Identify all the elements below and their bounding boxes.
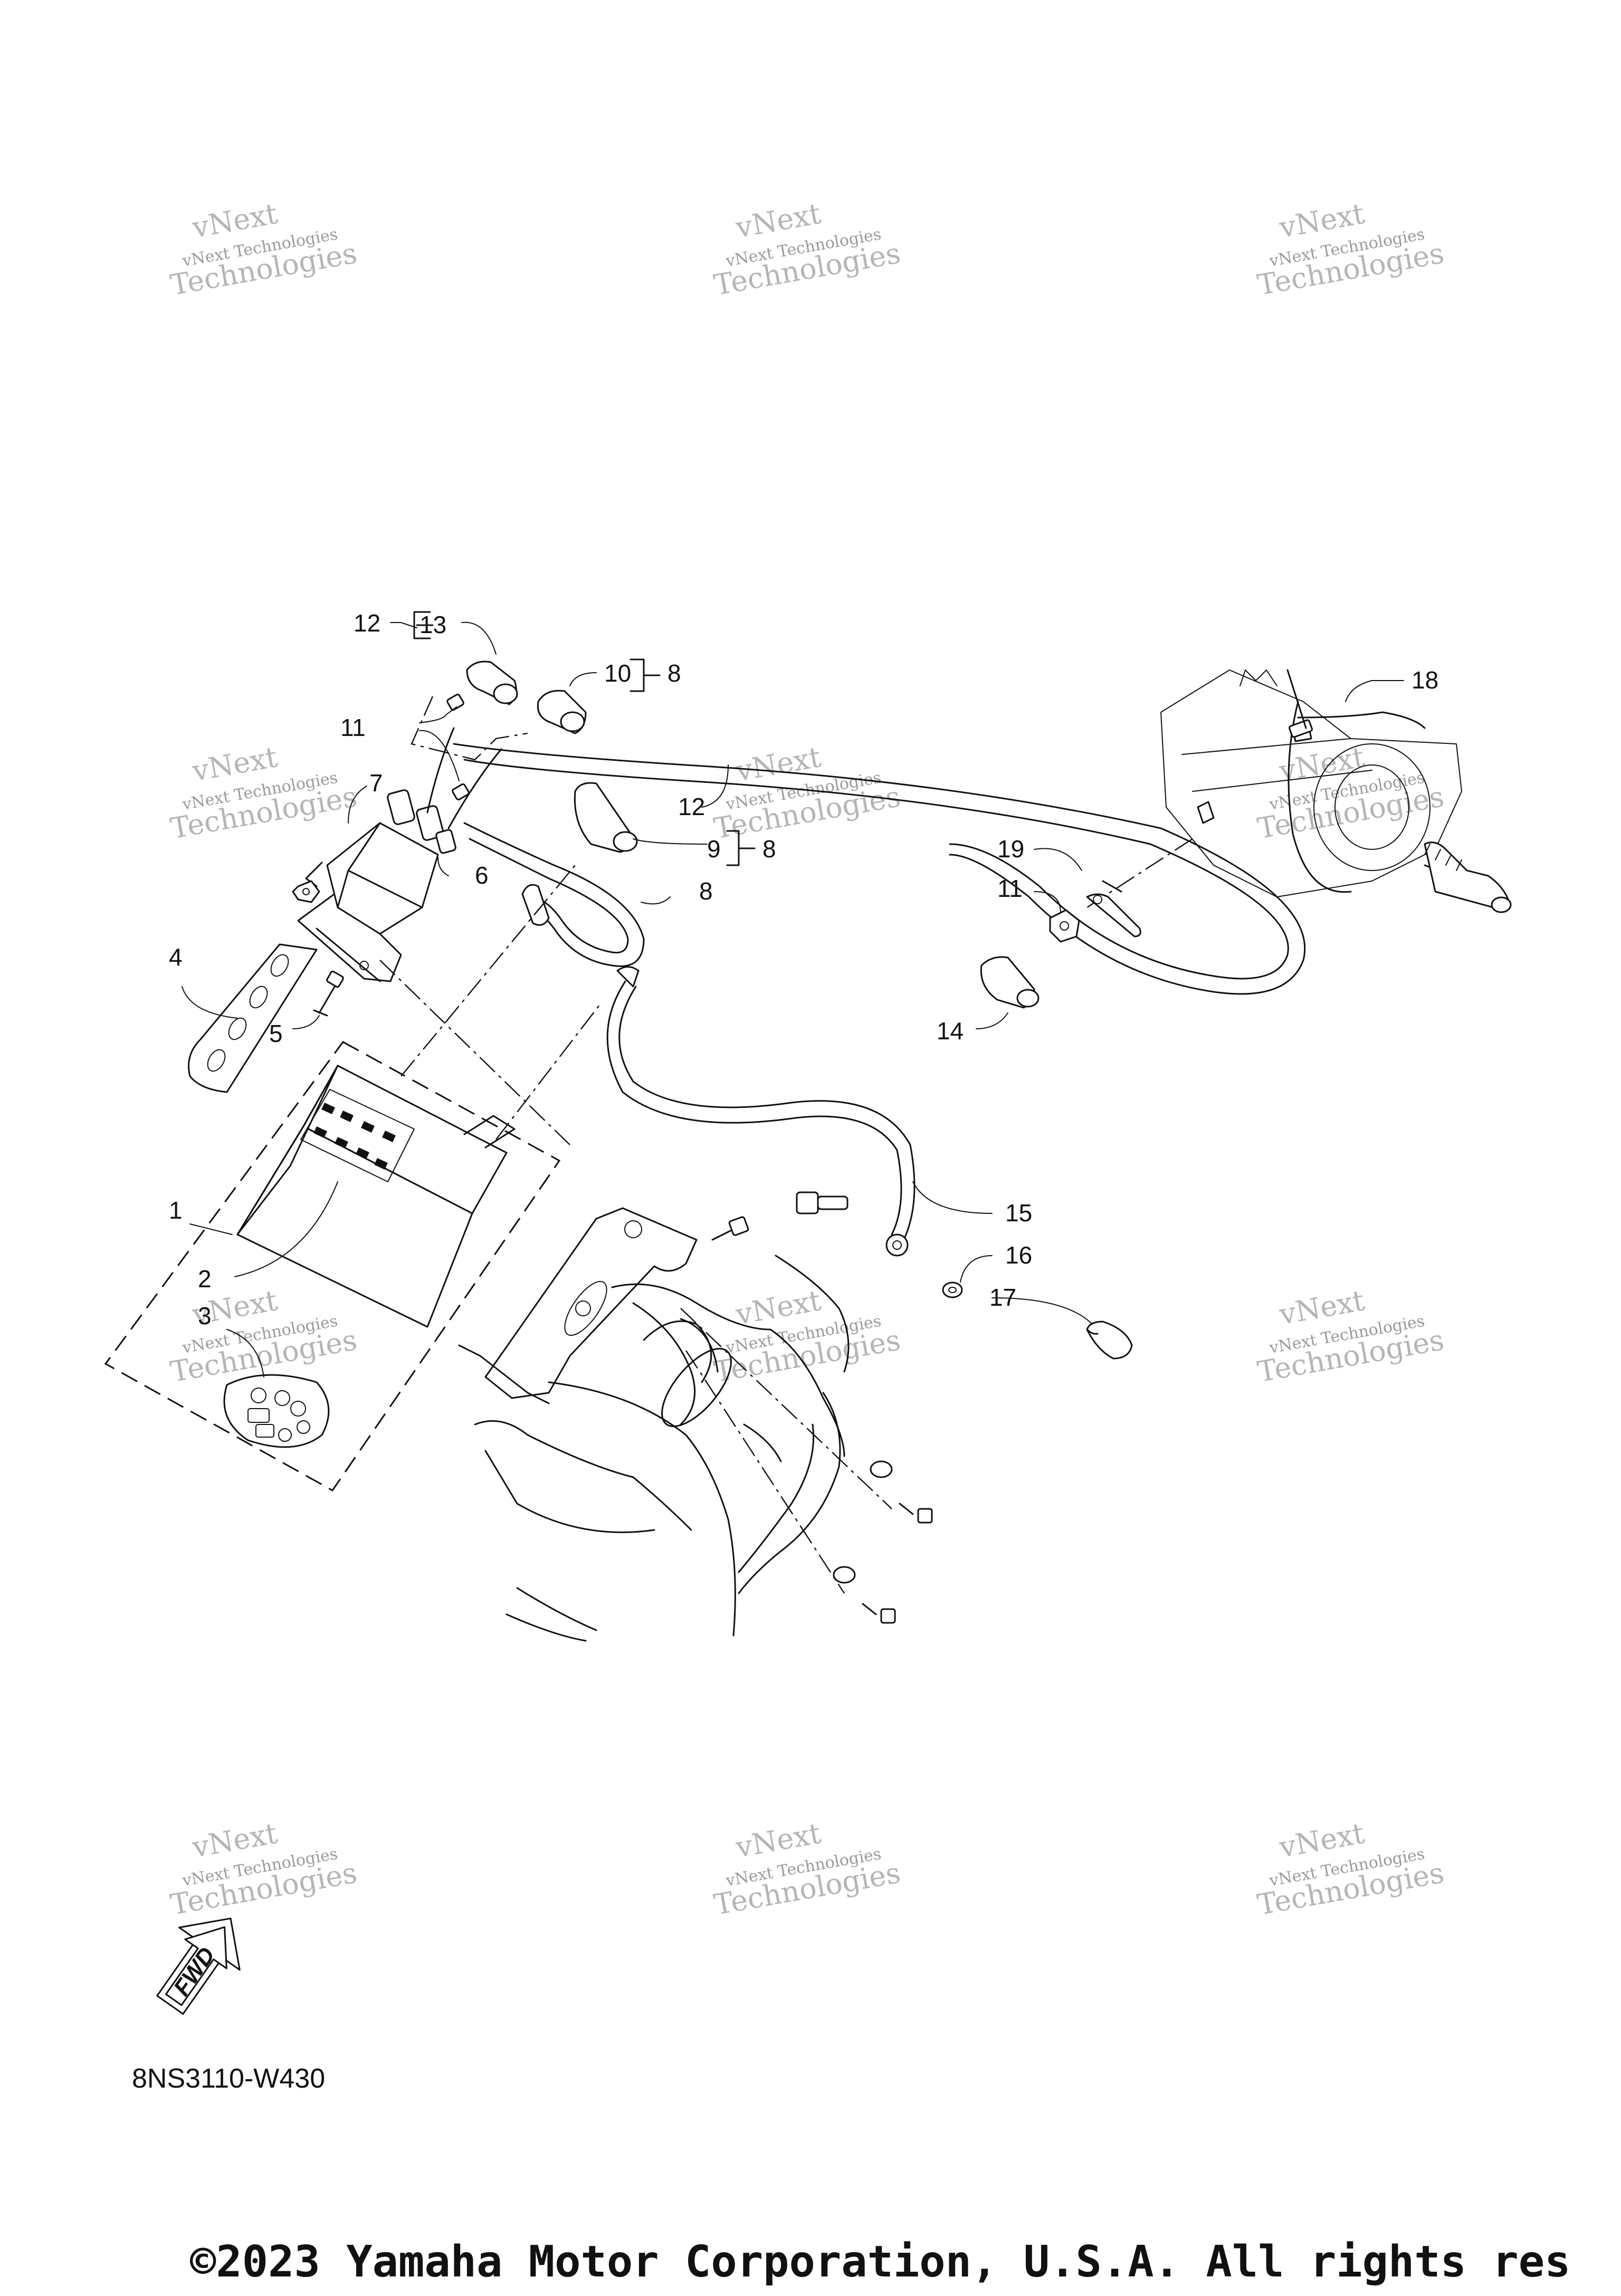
callout-6: 6 [475, 862, 489, 889]
callout-12-cable: 12 [678, 793, 705, 820]
starter-relay [305, 789, 456, 935]
watermarks: vNext vNext Technologies Technologies vN… [168, 197, 1446, 1921]
watermark-lower-right: vNext vNext Technologies Technologies [1255, 1284, 1446, 1389]
washer [942, 1281, 963, 1298]
callouts: 12 13 10 8 11 7 12 9 8 6 8 4 5 1 2 3 18 … [169, 609, 1438, 1329]
battery [236, 1065, 516, 1328]
watermark-mid-center: vNext vNext Technologies Technologies [711, 740, 903, 845]
watermark-lower-left: vNext vNext Technologies Technologies [168, 1284, 359, 1389]
watermark-bottom-center: vNext vNext Technologies Technologies [711, 1816, 903, 1921]
terminal-cap-10 [537, 690, 587, 734]
nut-small [292, 880, 320, 903]
callout-19: 19 [997, 835, 1024, 863]
callout-4: 4 [169, 943, 183, 971]
battery-warning-label [300, 1089, 415, 1182]
drawing-code: 8NS3110-W430 [132, 2063, 326, 2094]
callout-11-starter: 11 [997, 875, 1023, 902]
callout-3: 3 [198, 1302, 212, 1329]
battery-cable [463, 822, 645, 967]
battery-assembly-boundary [104, 1041, 561, 1491]
assembly-lines [379, 696, 1193, 1145]
battery-tray-hull [458, 1207, 892, 1642]
battery-band [188, 943, 318, 1093]
starter-lug [1086, 880, 1141, 937]
nut-icon [251, 1388, 266, 1403]
callout-17: 17 [989, 1284, 1016, 1311]
fwd-arrow-icon: FWD [156, 1917, 241, 2015]
callout-9: 9 [707, 835, 721, 863]
watermark-top-left: vNext vNext Technologies Technologies [168, 197, 359, 302]
cable-clamp [1086, 1321, 1133, 1360]
terminal-cap-14 [980, 956, 1040, 1009]
bolt [313, 970, 344, 1017]
relay-bracket [297, 891, 402, 982]
mount-bolt [711, 1216, 749, 1241]
watermark-bottom-left: vNext vNext Technologies Technologies [168, 1816, 359, 1921]
callout-1: 1 [169, 1197, 183, 1224]
callout-8: 8 [699, 877, 713, 905]
callout-10: 10 [604, 659, 631, 687]
callout-leaders [182, 611, 1404, 1377]
ground-bolt [796, 1191, 848, 1214]
callout-9-ref: 8 [762, 835, 776, 863]
watermark-top-right: vNext vNext Technologies Technologies [1255, 197, 1446, 302]
callout-15: 15 [1005, 1199, 1032, 1227]
watermark-bottom-right: vNext vNext Technologies Technologies [1255, 1816, 1446, 1921]
callout-14: 14 [937, 1017, 964, 1045]
callout-16: 16 [1005, 1241, 1032, 1269]
starter-nut [1049, 909, 1080, 943]
hull-fasteners [833, 1460, 933, 1624]
callout-12: 12 [354, 609, 380, 637]
callout-7: 7 [369, 769, 383, 797]
callout-10-ref: 8 [668, 659, 681, 687]
starter-motor [1160, 669, 1512, 913]
callout-18: 18 [1412, 666, 1438, 694]
watermark-top-center: vNext vNext Technologies Technologies [711, 197, 903, 302]
ground-cable [606, 966, 916, 1257]
battery-terminal-kit [223, 1374, 330, 1448]
callout-11: 11 [340, 714, 366, 741]
watermark-lower-center: vNext vNext Technologies Technologies [711, 1284, 903, 1389]
callout-5: 5 [269, 1020, 283, 1047]
callout-13: 13 [419, 611, 446, 638]
starter-cable [453, 743, 1306, 995]
terminal-cap-13 [466, 661, 518, 705]
watermark-mid-left: vNext vNext Technologies Technologies [168, 740, 359, 845]
relay-lead-wires [426, 693, 502, 829]
terminal-cap-9 [574, 782, 638, 853]
callout-2: 2 [198, 1265, 212, 1293]
copyright-notice: ©2023 Yamaha Motor Corporation, U.S.A. A… [190, 2237, 1571, 2287]
